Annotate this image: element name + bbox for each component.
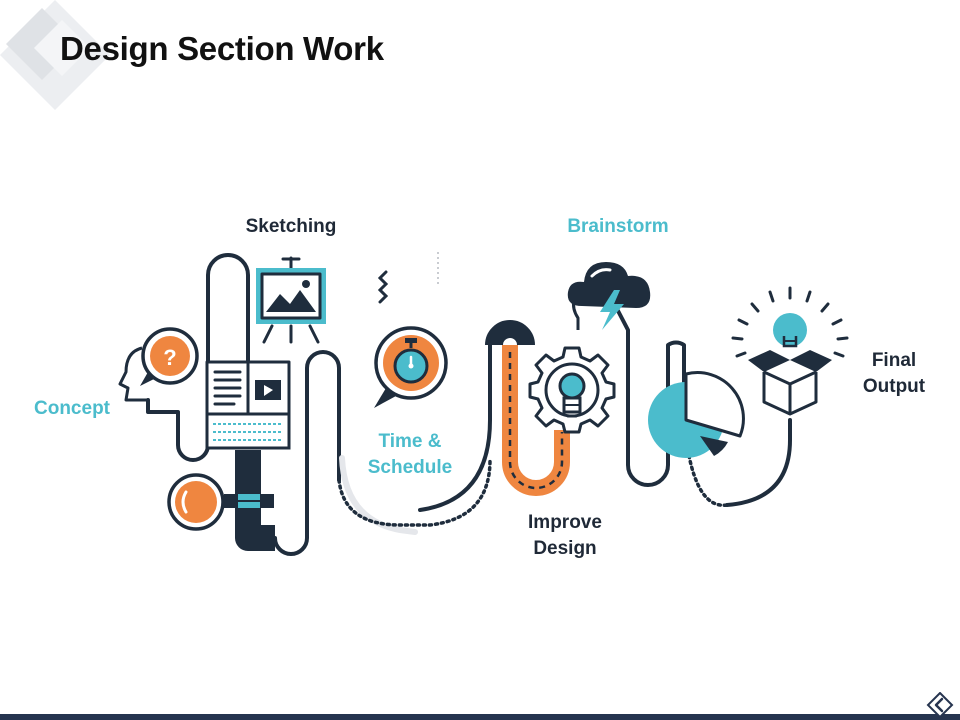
corner-decoration bbox=[0, 0, 110, 110]
notebook-icon bbox=[205, 360, 291, 416]
step-label-sketching: Sketching bbox=[245, 216, 337, 237]
brainstorm-cloud-icon bbox=[567, 262, 651, 330]
step-label-improve-design-line1: Improve bbox=[528, 512, 602, 533]
step-label-concept: Concept bbox=[34, 398, 110, 419]
box-lightbulb-icon bbox=[731, 286, 849, 416]
accent-curve bbox=[339, 455, 418, 535]
footer-bar bbox=[0, 714, 960, 720]
question-mark: ? bbox=[163, 345, 176, 370]
step-label-brainstorm: Brainstorm bbox=[567, 216, 669, 237]
head-silhouette-icon bbox=[118, 346, 148, 402]
keyboard-icon bbox=[205, 412, 291, 450]
pipe-connector-icon bbox=[224, 450, 275, 551]
step-label-final-output-line2: Output bbox=[862, 376, 926, 397]
step-label-time-schedule-line1: Time & bbox=[378, 431, 442, 452]
step-label-final-output: Final Output bbox=[848, 348, 940, 400]
orange-u-pipe bbox=[485, 320, 570, 496]
step-label-improve-design-line2: Design bbox=[533, 538, 597, 559]
step-label-time-schedule-line2: Schedule bbox=[367, 457, 453, 478]
zigzag-accent bbox=[377, 270, 389, 304]
orange-orb-icon bbox=[167, 473, 225, 531]
pie-chart-icon bbox=[648, 371, 745, 458]
stopwatch-icon bbox=[374, 326, 448, 408]
process-path bbox=[146, 253, 792, 556]
step-label-improve-design: Improve Design bbox=[505, 510, 625, 562]
easel-icon bbox=[256, 256, 326, 344]
page-title: Design Section Work bbox=[60, 30, 384, 67]
step-label-time-schedule: Time & Schedule bbox=[350, 429, 470, 481]
question-bubble-icon: ? bbox=[140, 327, 199, 386]
step-label-final-output-line1: Final bbox=[871, 350, 917, 371]
next-slide-icon[interactable] bbox=[926, 692, 954, 718]
gear-lightbulb-icon bbox=[528, 346, 616, 434]
